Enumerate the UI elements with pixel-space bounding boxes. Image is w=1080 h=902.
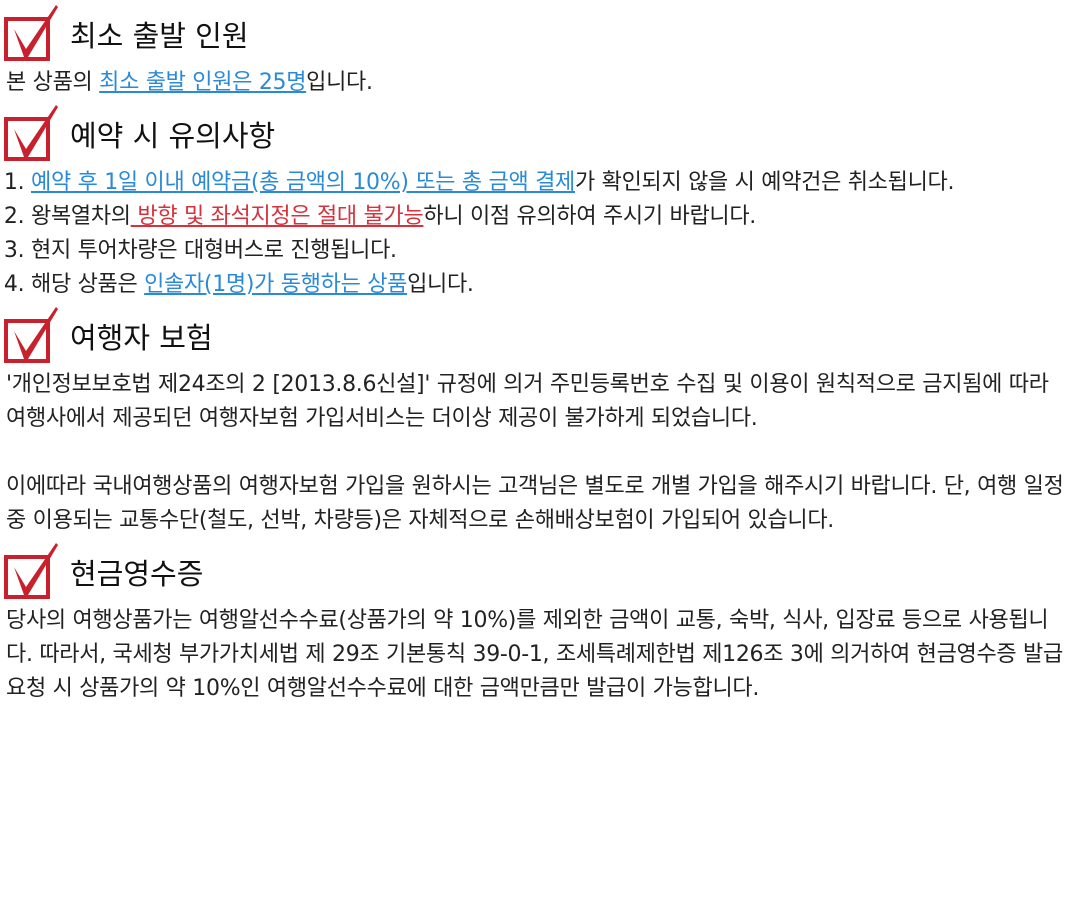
- section-heading: 여행자 보험: [4, 304, 1072, 368]
- insurance-paragraph-1: '개인정보보호법 제24조의 2 [2013.8.6신설]' 규정에 의거 주민…: [6, 372, 1049, 431]
- text: 입니다.: [407, 272, 474, 297]
- list-item: 왕복열차의 방향 및 좌석지정은 절대 불가능하니 이점 유의하여 주시기 바랍…: [31, 200, 1072, 234]
- text: 왕복열차의: [31, 204, 131, 229]
- section-cash-receipt: 현금영수증 당사의 여행상품가는 여행알선수수료(상품가의 약 10%)를 제외…: [4, 540, 1072, 706]
- text: 해당 상품은: [31, 272, 145, 297]
- section-travel-insurance: 여행자 보험 '개인정보보호법 제24조의 2 [2013.8.6신설]' 규정…: [4, 304, 1072, 538]
- section-title: 최소 출발 인원: [70, 19, 249, 53]
- text: 하니 이점 유의하여 주시기 바랍니다.: [423, 204, 756, 229]
- checkbox-check-icon: [4, 5, 58, 61]
- checkbox-check-icon: [4, 105, 58, 161]
- section-min-departure: 최소 출발 인원 본 상품의 최소 출발 인원은 25명입니다.: [4, 2, 1072, 100]
- min-departure-text: 본 상품의 최소 출발 인원은 25명입니다.: [4, 66, 1072, 100]
- section-title: 예약 시 유의사항: [70, 119, 276, 153]
- text: 가 확인되지 않을 시 예약건은 취소됩니다.: [575, 170, 955, 195]
- section-title: 현금영수증: [70, 557, 204, 591]
- highlight: 예약 후 1일 이내 예약금(총 금액의 10%) 또는 총 금액 결제: [31, 170, 575, 195]
- warning-highlight: 방향 및 좌석지정은 절대 불가능: [130, 204, 424, 229]
- list-item: 예약 후 1일 이내 예약금(총 금액의 10%) 또는 총 금액 결제가 확인…: [31, 166, 1072, 200]
- list-item: 해당 상품은 인솔자(1명)가 동행하는 상품입니다.: [31, 268, 1072, 302]
- checkbox-check-icon: [4, 543, 58, 599]
- list-item: 현지 투어차량은 대형버스로 진행됩니다.: [31, 234, 1072, 268]
- section-booking-notes: 예약 시 유의사항 예약 후 1일 이내 예약금(총 금액의 10%) 또는 총…: [4, 102, 1072, 302]
- cash-receipt-paragraph: 당사의 여행상품가는 여행알선수수료(상품가의 약 10%)를 제외한 금액이 …: [6, 608, 1063, 701]
- checkbox-check-icon: [4, 307, 58, 363]
- section-title: 여행자 보험: [70, 321, 213, 355]
- text: 입니다.: [306, 70, 373, 95]
- section-heading: 현금영수증: [4, 540, 1072, 604]
- section-heading: 예약 시 유의사항: [4, 102, 1072, 166]
- booking-notes-list: 예약 후 1일 이내 예약금(총 금액의 10%) 또는 총 금액 결제가 확인…: [4, 166, 1072, 302]
- min-departure-highlight: 최소 출발 인원은 25명: [99, 70, 307, 95]
- highlight: 인솔자(1명)가 동행하는 상품: [144, 272, 408, 297]
- section-heading: 최소 출발 인원: [4, 2, 1072, 66]
- insurance-paragraph-2: 이에따라 국내여행상품의 여행자보험 가입을 원하시는 고객님은 별도로 개별 …: [6, 474, 1064, 533]
- text: 본 상품의: [6, 70, 100, 95]
